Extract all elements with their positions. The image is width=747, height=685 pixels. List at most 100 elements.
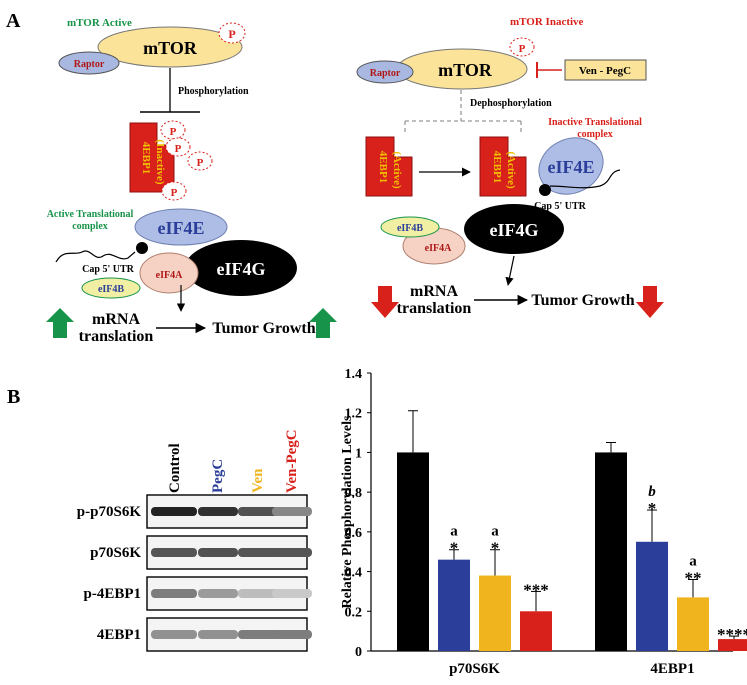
mrna-strand-right [549, 169, 621, 189]
y-tick-label-7: 1.4 [345, 367, 363, 382]
right-pathway: mTOR Inactive mTOR Raptor P Ven - PegC D… [356, 16, 664, 318]
blot-band-1-3 [272, 548, 312, 557]
ebp1-name-right: 4EBP1 [377, 151, 389, 183]
eif4e-text-right: eIF4E [548, 157, 595, 177]
eif4g-node-right [464, 204, 564, 254]
ebp1-bound-node [479, 136, 527, 197]
p-circle [218, 22, 246, 44]
svg-text:P: P [170, 126, 177, 138]
eif4g-text: eIF4G [217, 259, 266, 279]
y-tick-label-5: 1 [355, 446, 362, 461]
eif4a-node [139, 252, 199, 294]
down-arrow-right [636, 286, 664, 318]
blot-band-3-3 [272, 630, 312, 639]
blot-label-2: p-4EBP1 [83, 586, 141, 602]
blot-band-3-0 [151, 630, 197, 639]
eif4e-node [134, 208, 228, 246]
blot-label-0: p-p70S6K [77, 504, 142, 520]
dephosphorylation-label: Dephosphorylation [470, 98, 552, 109]
raptor-text-right: Raptor [370, 68, 401, 79]
svg-text:P: P [197, 157, 204, 169]
mtor-active-label: mTOR Active [67, 17, 132, 29]
y-tick-label-0: 0 [355, 645, 362, 660]
eif4g-node [185, 240, 297, 296]
bar-control-p70s6k [397, 452, 429, 651]
bar-ven-pegc-p70s6k [520, 611, 552, 651]
annotation-1-0-0: a [450, 524, 458, 540]
raptor-text: Raptor [74, 59, 105, 70]
p-text-right: P [519, 43, 526, 55]
y-axis-label: Relative Phosphorylation Levels [340, 415, 355, 608]
blot-band-1-2 [238, 548, 278, 557]
blot-band-1-1 [198, 548, 238, 557]
up-arrow-left [46, 308, 74, 338]
blot-label-3: 4EBP1 [97, 627, 141, 643]
blot-band-3-2 [238, 630, 278, 639]
annotation-1-1-0: b [648, 484, 656, 500]
annotation-3-0-0: *** [523, 580, 549, 599]
eif4b-node-right [380, 216, 440, 238]
ebp1-active-node [365, 136, 413, 197]
mtor-inactive-label: mTOR Inactive [510, 16, 584, 28]
eif4e-node-right [538, 137, 604, 195]
annotation-2-0-1: * [491, 539, 500, 558]
ebp1-state: (Inactive) [154, 139, 166, 185]
panel-b-label: B [7, 386, 20, 408]
p-circle-right [509, 37, 535, 57]
cap-dot-right [539, 184, 551, 196]
y-tick-label-1: 0.2 [345, 605, 363, 620]
panel-a-label: A [6, 10, 21, 32]
lane-label-3: Ven-PegC [284, 429, 300, 493]
down-arrow-left [371, 286, 399, 318]
eif4e-text: eIF4E [158, 218, 205, 238]
bar-pegc-p70s6k [438, 559, 470, 651]
up-arrow-right [309, 308, 337, 338]
cap-label: Cap 5' UTR [82, 264, 134, 275]
lane-label-1: PegC [210, 459, 226, 493]
y-tick-label-4: 0.8 [345, 486, 363, 501]
lane-label-0: Control [167, 443, 183, 493]
left-pathway: mTOR Active mTOR Raptor P Phosphorylatio… [46, 17, 337, 345]
y-tick-label-6: 1.2 [345, 407, 363, 422]
cap-label-right: Cap 5' UTR [534, 201, 586, 212]
annotation-2-1-0: a [689, 554, 697, 570]
x-category-label-0: p70S6K [449, 661, 500, 677]
phosphate-group: P P P P [160, 120, 213, 201]
ebp1-state-right: (Active) [391, 151, 403, 189]
annotation-2-1-1: ** [685, 569, 702, 588]
blot-band-2-3 [272, 589, 312, 598]
svg-text:4EBP1: 4EBP1 [491, 151, 503, 183]
x-category-label-1: 4EBP1 [650, 661, 694, 677]
mtor-text: mTOR [143, 38, 198, 58]
p-text: P [228, 27, 235, 41]
annotation-2-0-0: a [491, 524, 499, 540]
bar-control-4ebp1 [595, 452, 627, 651]
eif4g-text-right: eIF4G [490, 220, 539, 240]
raptor-node [58, 51, 120, 75]
eif4b-text-right: eIF4B [397, 223, 423, 234]
raptor-node-right [356, 60, 414, 84]
eif4b-node [81, 277, 141, 299]
blot-band-2-2 [238, 589, 278, 598]
tumor-growth-right: Tumor Growth [531, 292, 634, 309]
blot-band-2-0 [151, 589, 197, 598]
cap-dot [136, 242, 148, 254]
translation-arrow-right [505, 255, 515, 286]
eif4a-text: eIF4A [156, 270, 183, 281]
blot-band-2-1 [198, 589, 238, 598]
mtor-node [97, 26, 243, 68]
blot-band-0-1 [198, 507, 238, 516]
blot-band-0-2 [238, 507, 278, 516]
annotation-1-1-1: * [648, 499, 657, 518]
bar-pegc-4ebp1 [636, 541, 668, 651]
blot-band-1-0 [151, 548, 197, 557]
bar-ven-pegc-4ebp1 [718, 639, 747, 651]
annotation-3-1-0: **** [717, 625, 747, 644]
bar-ven-p70s6k [479, 575, 511, 651]
